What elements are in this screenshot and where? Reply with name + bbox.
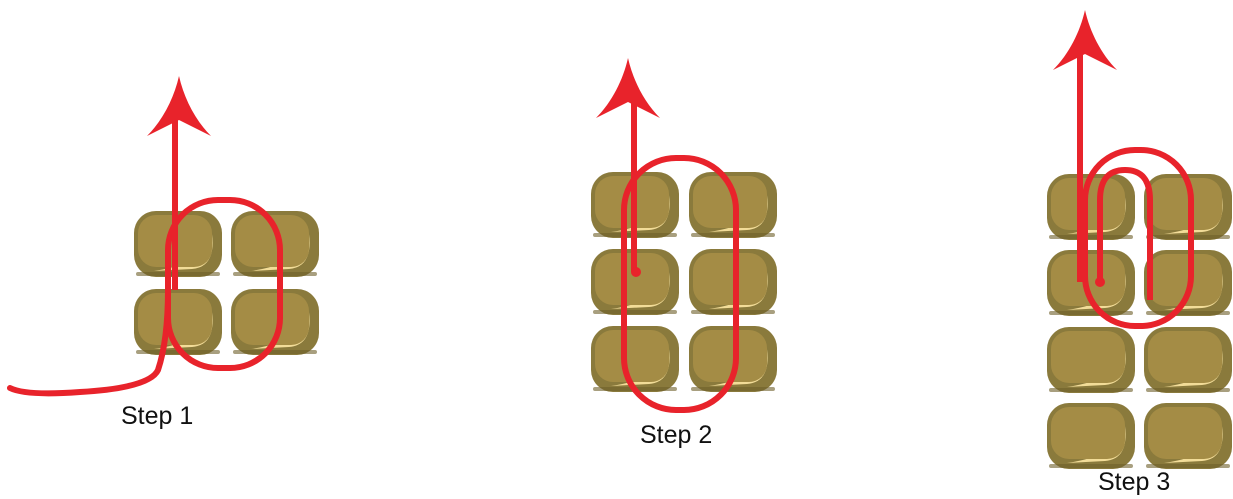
step-1-group: Step 1 [10, 76, 319, 430]
arrowhead-icon [1053, 10, 1117, 70]
bead [1047, 174, 1135, 240]
bead [1144, 403, 1232, 469]
bead [231, 211, 319, 277]
arrowhead-icon [596, 58, 660, 118]
bead [591, 326, 679, 392]
step-2-group: Step 2 [591, 58, 777, 449]
bead [1047, 327, 1135, 393]
step-1-beads [134, 211, 319, 355]
step-3-beads [1047, 174, 1232, 469]
bead [1047, 403, 1135, 469]
step-2-label: Step 2 [640, 421, 712, 449]
bead [1047, 250, 1135, 316]
step-1-label: Step 1 [121, 402, 193, 430]
step-3-label: Step 3 [1098, 468, 1170, 496]
step-3-group: Step 3 [1047, 10, 1232, 496]
thread-knot [631, 267, 641, 277]
step-2-beads [591, 172, 777, 392]
bead [1144, 327, 1232, 393]
arrowhead-icon [147, 76, 211, 136]
